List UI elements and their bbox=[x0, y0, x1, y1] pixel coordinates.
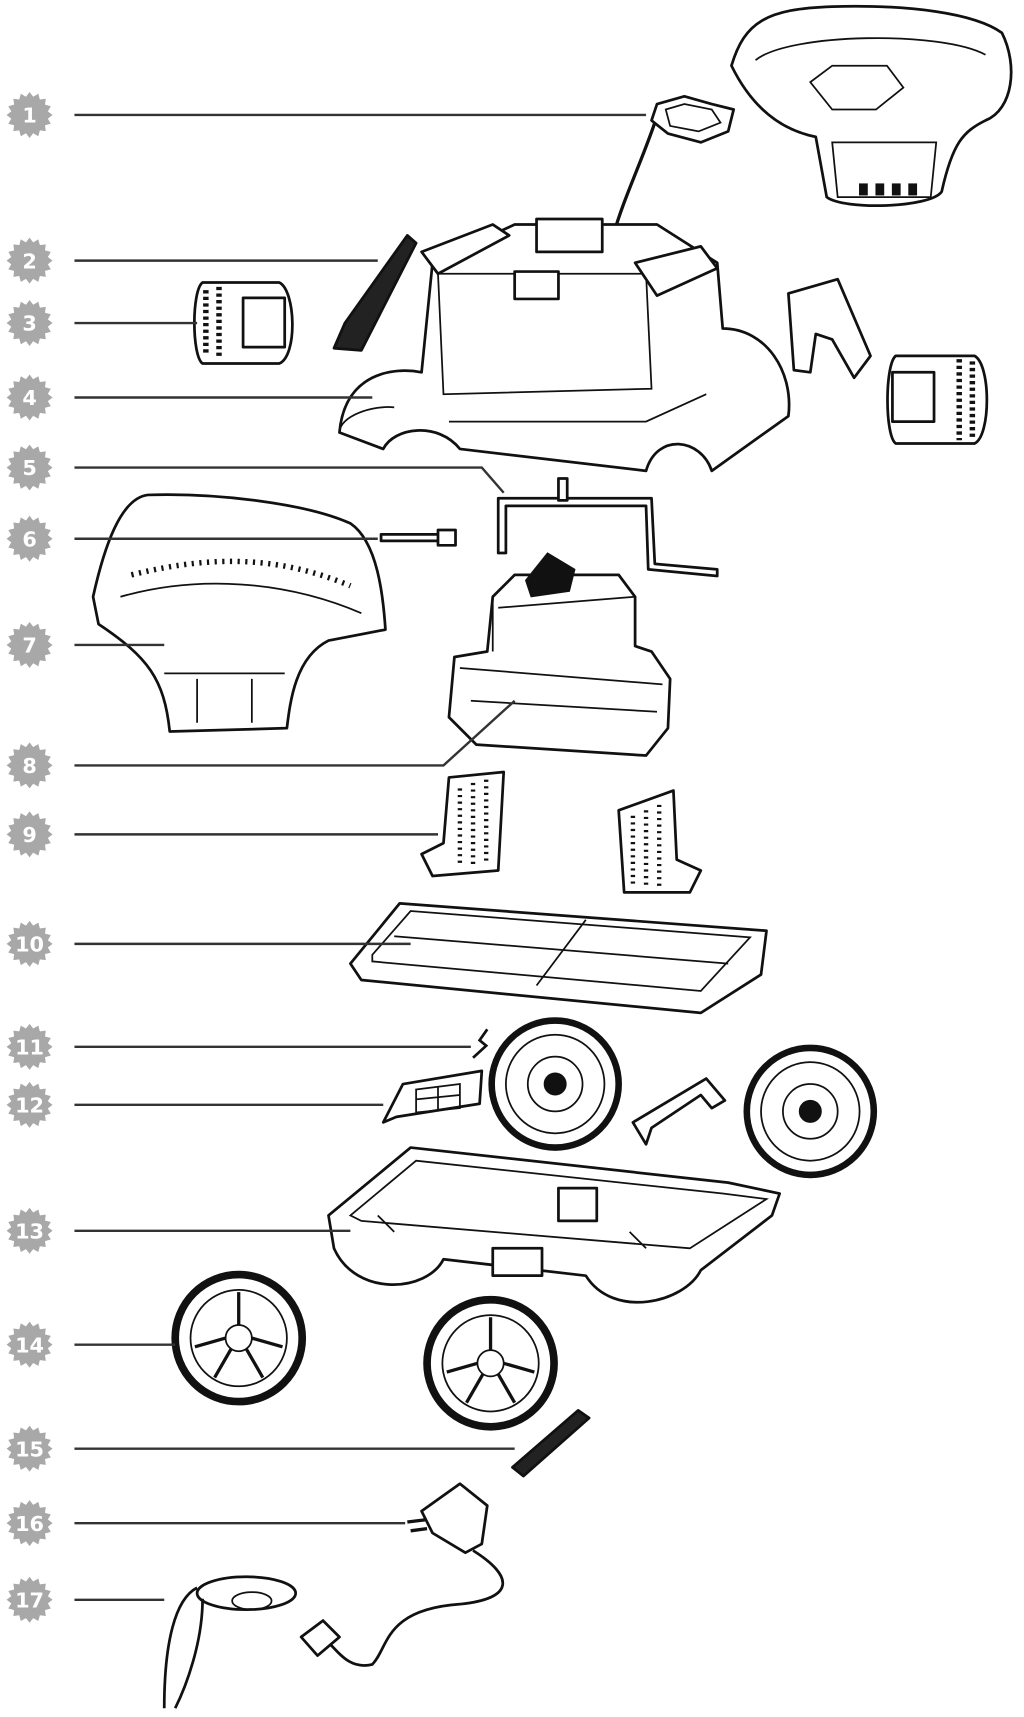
callout-number: 9 bbox=[22, 823, 36, 847]
callout-number: 17 bbox=[15, 1588, 44, 1612]
callout-number: 10 bbox=[15, 933, 44, 957]
charger-part-16 bbox=[299, 1482, 504, 1667]
callout-6: 6 bbox=[6, 515, 378, 562]
callout-number: 4 bbox=[22, 386, 36, 410]
wheel-part-14 bbox=[171, 1270, 307, 1406]
callout-number: 3 bbox=[22, 312, 36, 336]
callout-badge-icon bbox=[6, 742, 53, 789]
brush-strip-part-15 bbox=[511, 1408, 591, 1478]
callout-badge-icon bbox=[6, 1576, 53, 1623]
callout-12: 12 bbox=[6, 1081, 384, 1128]
callout-15: 15 bbox=[6, 1425, 515, 1472]
leader-line bbox=[74, 699, 516, 767]
strip-part-2 bbox=[332, 234, 418, 352]
callout-number: 1 bbox=[22, 104, 36, 128]
callout-number: 7 bbox=[22, 634, 36, 658]
callout-badge-icon bbox=[6, 811, 53, 858]
callout-4: 4 bbox=[6, 374, 373, 421]
spring-part-11 bbox=[472, 1028, 489, 1059]
flap-part-9 bbox=[420, 770, 703, 894]
callout-17: 17 bbox=[6, 1576, 165, 1623]
callout-badge-icon bbox=[6, 1207, 53, 1254]
callout-badge-icon bbox=[6, 1500, 53, 1547]
gasket-part-1 bbox=[611, 94, 736, 236]
pipe-bracket-part-5 bbox=[496, 477, 719, 578]
callout-badge-icon bbox=[6, 920, 53, 967]
callout-2: 2 bbox=[6, 237, 378, 284]
callout-13: 13 bbox=[6, 1207, 351, 1254]
pin-part-6 bbox=[379, 528, 457, 547]
callout-badge-icon bbox=[6, 621, 53, 668]
top-cover-part bbox=[730, 4, 1013, 207]
callout-number: 14 bbox=[15, 1333, 44, 1357]
callout-7: 7 bbox=[6, 621, 165, 668]
body-frame-part-4 bbox=[338, 217, 791, 473]
callout-number: 11 bbox=[15, 1035, 44, 1059]
callout-badge-icon bbox=[6, 444, 53, 491]
callout-badge-icon bbox=[6, 237, 53, 284]
callout-3: 3 bbox=[6, 300, 198, 347]
callout-14: 14 bbox=[6, 1321, 176, 1368]
callout-number: 2 bbox=[22, 249, 36, 273]
callout-number: 15 bbox=[15, 1437, 44, 1461]
callout-10: 10 bbox=[6, 920, 411, 967]
callout-badge-icon bbox=[6, 374, 53, 421]
callout-number: 12 bbox=[15, 1094, 44, 1118]
callout-number: 13 bbox=[15, 1219, 44, 1243]
callout-badge-icon bbox=[6, 515, 53, 562]
callout-number: 8 bbox=[22, 754, 36, 778]
motor-unit-part-8 bbox=[447, 552, 672, 757]
callout-5: 5 bbox=[6, 444, 505, 494]
hook-part-17 bbox=[162, 1575, 298, 1709]
brush-roller-right bbox=[886, 354, 989, 445]
callout-1: 1 bbox=[6, 91, 647, 138]
callout-badge-icon bbox=[6, 1023, 53, 1070]
callout-16: 16 bbox=[6, 1500, 406, 1547]
drive-wheel-left bbox=[488, 1017, 622, 1151]
callout-badge-icon bbox=[6, 91, 53, 138]
callout-badge-icon bbox=[6, 1081, 53, 1128]
callout-number: 6 bbox=[22, 527, 36, 551]
bottom-housing-part-13 bbox=[327, 1146, 782, 1304]
side-plate bbox=[787, 277, 872, 380]
callout-11: 11 bbox=[6, 1023, 471, 1070]
handle-cover-part-7 bbox=[91, 493, 387, 733]
bracket-clip bbox=[631, 1077, 727, 1146]
callout-badge-icon bbox=[6, 1321, 53, 1368]
brush-roller-part-3 bbox=[192, 281, 294, 365]
filter-tray-part-10 bbox=[349, 902, 768, 1015]
drive-wheel-right bbox=[743, 1044, 878, 1179]
callout-number: 5 bbox=[22, 456, 36, 480]
leader-line bbox=[74, 466, 505, 494]
callout-8: 8 bbox=[6, 699, 516, 789]
callout-9: 9 bbox=[6, 811, 439, 858]
callout-badge-icon bbox=[6, 1425, 53, 1472]
wheel-right bbox=[423, 1295, 558, 1431]
callout-badge-icon bbox=[6, 300, 53, 347]
callout-number: 16 bbox=[15, 1512, 44, 1536]
grid-part-12 bbox=[381, 1069, 484, 1124]
